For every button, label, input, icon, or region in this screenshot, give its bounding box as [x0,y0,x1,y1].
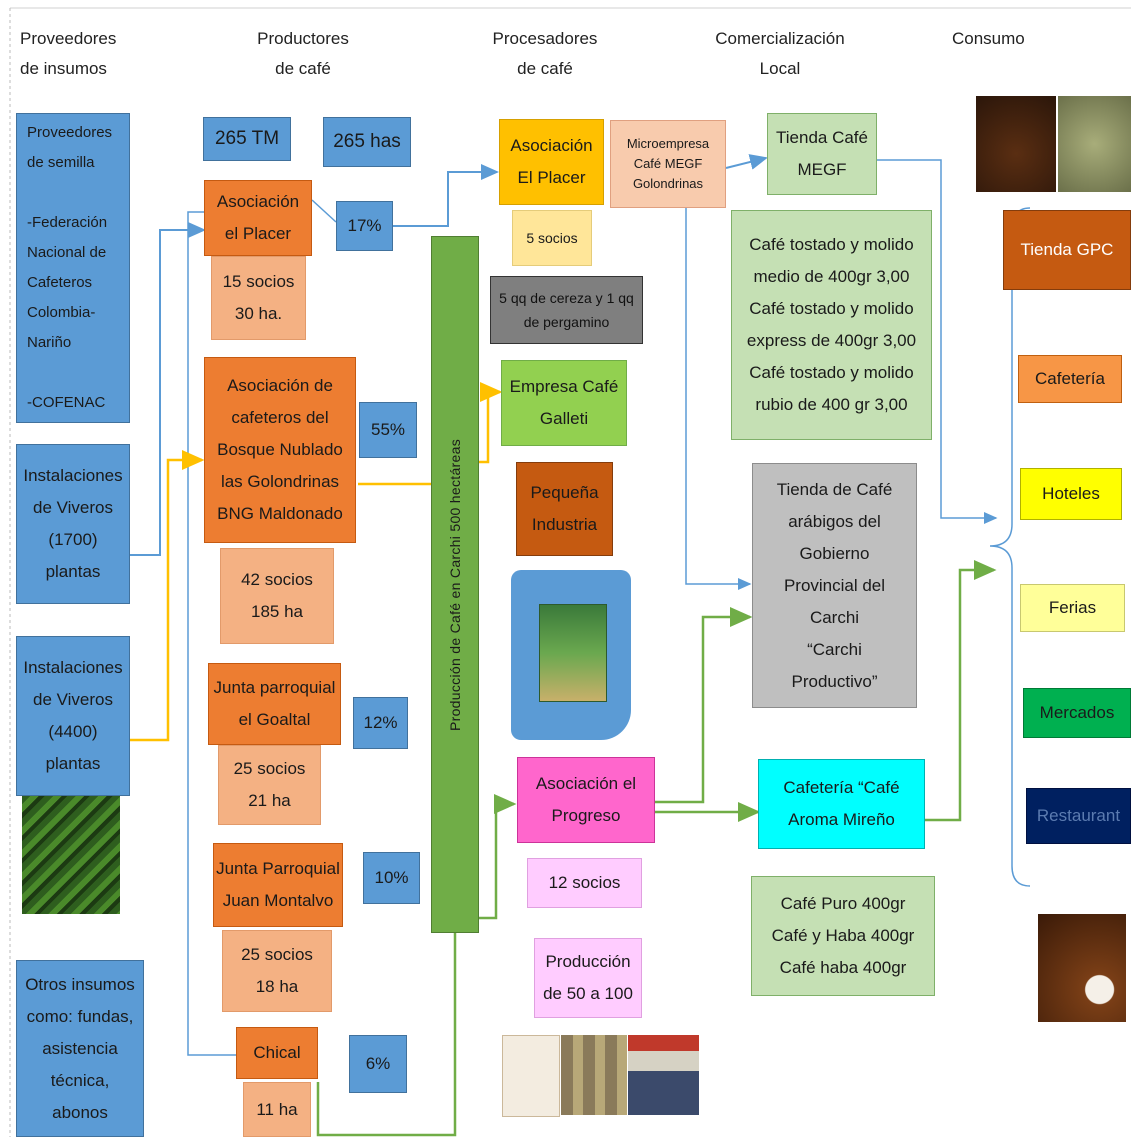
coffee-beans-photo [976,96,1056,192]
productor-chical: Chical [236,1027,318,1079]
consumo-restaurant: Restaurant [1026,788,1131,844]
coffee-plants-photo [22,796,120,914]
consumo-ferias: Ferias [1020,584,1125,632]
header-consumo: Consumo [952,29,1025,48]
consumo-cafeteria: Cafetería [1018,355,1122,403]
consumo-hoteles: Hoteles [1020,468,1122,520]
procesador-el-placer-socios: 5 socios [512,210,592,266]
coffee-cup-photo [1038,914,1126,1022]
coffee-package-image [511,570,631,740]
progreso-logo-image [502,1035,560,1117]
total-has-box: 265 has [323,117,411,167]
total-tm-box: 265 TM [203,117,291,161]
coffee-bags-photo [561,1035,627,1115]
pct-chical: 6% [349,1035,407,1093]
info-chical: 11 ha [243,1082,311,1137]
pct-juan-montalvo: 10% [363,852,420,904]
consumo-mercados: Mercados [1023,688,1131,738]
progreso-socios: 12 socios [527,858,642,908]
pct-goaltal: 12% [353,697,408,749]
green-beans-photo [1058,96,1131,192]
pct-bosque-nublado: 55% [359,402,417,458]
pct-el-placer: 17% [336,201,393,251]
produccion-carchi-bar: Producción de Café en Carchi 500 hectáre… [431,236,479,933]
group-photo [628,1035,699,1115]
consumo-tienda-gpc: Tienda GPC [1003,210,1131,290]
